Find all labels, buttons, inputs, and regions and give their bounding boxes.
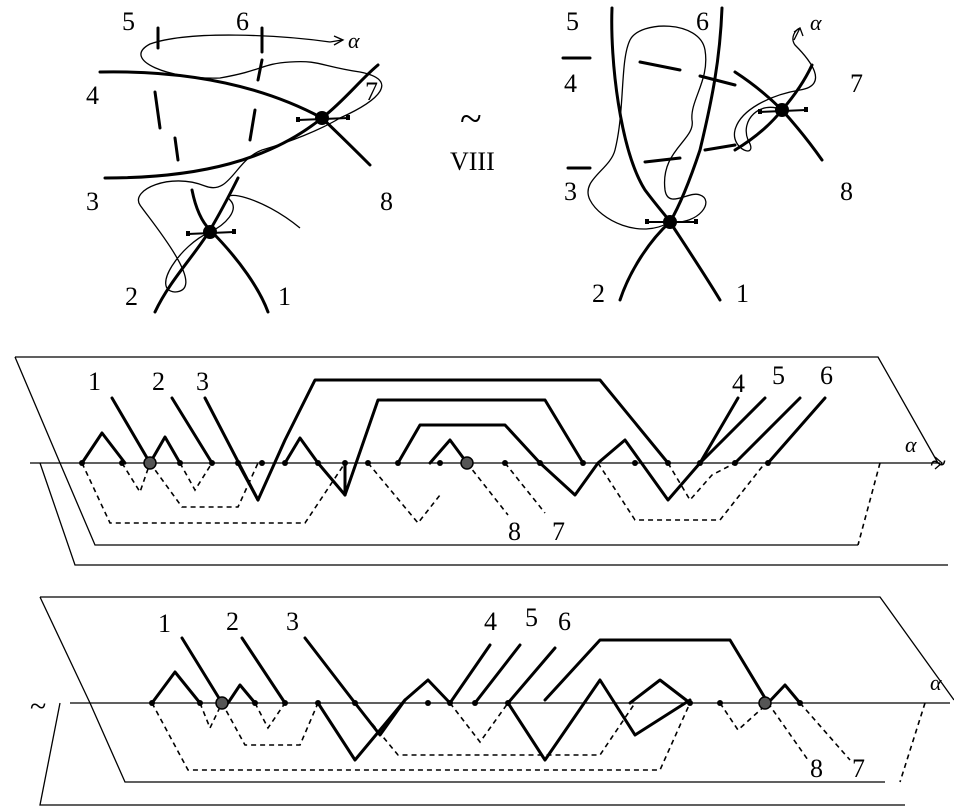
tl-label-2: 2 [125,282,138,311]
top-left-diagram: 5 6 4 7 3 8 2 1 α [86,7,393,314]
mid-label-4: 4 [732,369,745,398]
top-right-diagram: 5 6 4 7 3 8 2 1 α [561,6,863,308]
mid-tilde: ~ [930,447,946,480]
mid-label-5: 5 [772,361,785,390]
mid-alpha: α [905,432,917,457]
tl-alpha: α [348,28,360,53]
mid-label-1: 1 [88,367,101,396]
tl-label-4: 4 [86,81,99,110]
bot-label-7: 7 [852,754,865,783]
bot-label-6: 6 [558,607,571,636]
bot-label-3: 3 [286,607,299,636]
bot-alpha: α [930,670,942,695]
tl-label-8: 8 [380,187,393,216]
move-label: VIII [450,147,495,176]
tr-label-1: 1 [736,279,749,308]
tr-label-2: 2 [592,279,605,308]
mid-label-2: 2 [152,367,165,396]
tr-label-5: 5 [566,7,579,36]
move-symbol: ~ VIII [450,96,495,176]
tl-label-7: 7 [365,77,378,106]
move-tilde: ~ [460,96,482,141]
tr-label-8: 8 [840,177,853,206]
tr-label-7: 7 [850,69,863,98]
tr-label-3: 3 [564,177,577,206]
tl-label-6: 6 [236,7,249,36]
tl-label-3: 3 [86,187,99,216]
tr-alpha: α [810,10,822,35]
mid-label-7: 7 [552,517,565,546]
bottom-diagram: ~ 1 2 3 4 [30,596,954,806]
tr-label-4: 4 [564,69,577,98]
bot-label-1: 1 [158,609,171,638]
mid-label-6: 6 [820,361,833,390]
tl-label-1: 1 [278,282,291,311]
tl-label-5: 5 [122,7,135,36]
bot-tilde: ~ [30,690,46,723]
mid-label-3: 3 [196,367,209,396]
bot-label-5: 5 [525,603,538,632]
bot-label-2: 2 [226,607,239,636]
tr-label-6: 6 [696,7,709,36]
middle-diagram: 1 2 3 4 5 6 8 7 α ~ [14,356,948,566]
mid-label-8: 8 [508,517,521,546]
bot-label-8: 8 [810,754,823,783]
bot-label-4: 4 [484,607,497,636]
